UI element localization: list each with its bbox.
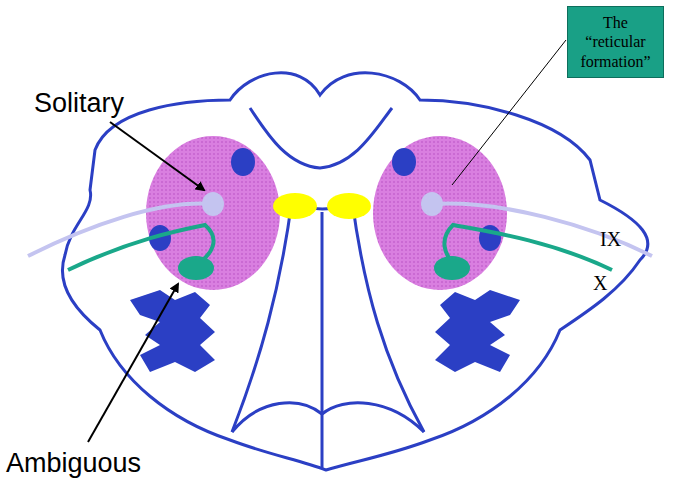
nucleus: [149, 148, 501, 251]
leader-arrow: [88, 284, 178, 442]
structure-label: Ambiguous: [6, 448, 141, 479]
box-text: The “reticular formation”: [574, 13, 657, 71]
nucleus: [273, 193, 317, 219]
nerve-x: [68, 225, 612, 270]
solitary-nucleus: [202, 192, 224, 216]
nerve-label: X: [593, 272, 607, 295]
reticular-region: [373, 136, 507, 290]
solitary-nucleus: [421, 192, 443, 216]
medulla-outline: [62, 73, 647, 470]
nerve-label: IX: [600, 228, 621, 251]
ambiguous-nucleus: [178, 256, 214, 280]
structure-label: Solitary: [34, 88, 124, 119]
callout-box: The “reticular formation”: [567, 6, 664, 78]
leader-arrow: [110, 122, 204, 190]
nucleus: [327, 193, 371, 219]
ambiguous-nucleus: [434, 256, 470, 280]
leader-line: [452, 40, 566, 185]
reticular-region: [146, 136, 280, 290]
olive: [130, 290, 520, 372]
